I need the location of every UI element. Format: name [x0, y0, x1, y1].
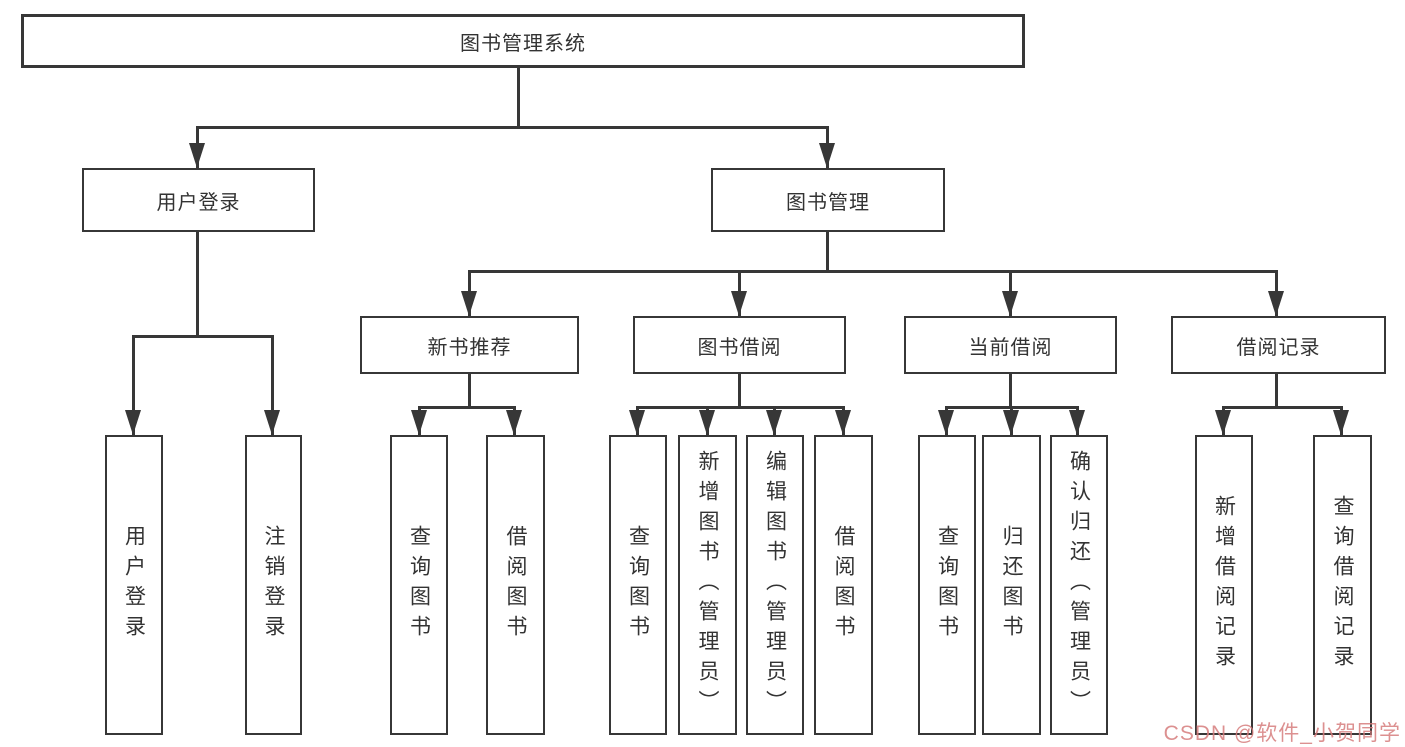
connector-drop-leaf-user-login: [132, 335, 135, 435]
arrowhead-down-user-login: [189, 143, 205, 168]
arrowhead-down-edit-books-admin: [766, 410, 782, 435]
leaf-query-borrow-record: 查询借阅记录: [1313, 435, 1372, 735]
node-book-borrowing-label: 图书借阅: [697, 336, 782, 359]
node-new-book-recommend-label: 新书推荐: [427, 336, 512, 359]
leaf-borrow-books-1: 借阅图书: [486, 435, 545, 735]
arrowhead-down-query-books-1: [411, 410, 427, 435]
leaf-user-login: 用户登录: [105, 435, 163, 735]
node-user-login: 用户登录: [82, 168, 315, 232]
connector-user-login-stem: [196, 232, 199, 335]
connector-drop-leaf-logout: [271, 335, 274, 435]
leaf-query-books-2-label: 查询图书: [626, 525, 650, 645]
connector-book-borrowing-bus: [636, 406, 843, 409]
connector-user-login-bus: [132, 335, 273, 338]
connector-borrowing-records-bus: [1222, 406, 1342, 409]
arrowhead-down-leaf-logout: [264, 410, 280, 435]
arrowhead-down-query-books-2: [629, 410, 645, 435]
connector-root-bus: [196, 126, 829, 129]
node-root-label: 图书管理系统: [460, 32, 586, 55]
arrowhead-down-borrow-books-1: [506, 410, 522, 435]
leaf-edit-books-admin: 编辑图书（管理员）: [746, 435, 804, 735]
leaf-edit-books-admin-label: 编辑图书（管理员）: [763, 450, 787, 720]
leaf-query-books-3: 查询图书: [918, 435, 976, 735]
connector-book-management-stem: [826, 232, 829, 270]
arrowhead-down-book-borrowing: [731, 291, 747, 316]
connector-current-borrowing-stem: [1009, 374, 1012, 406]
connector-book-management-bus: [468, 270, 1278, 273]
connector-new-book-stem: [468, 374, 471, 406]
node-borrowing-records-label: 借阅记录: [1236, 336, 1321, 359]
leaf-return-books: 归还图书: [982, 435, 1041, 735]
arrowhead-down-confirm-return: [1069, 410, 1085, 435]
leaf-logout-label: 注销登录: [262, 525, 285, 645]
leaf-add-borrow-record-label: 新增借阅记录: [1212, 495, 1236, 675]
node-user-login-label: 用户登录: [156, 191, 241, 214]
arrowhead-down-query-borrow-record: [1333, 410, 1349, 435]
leaf-user-login-label: 用户登录: [122, 525, 146, 645]
arrowhead-down-book-management: [819, 143, 835, 168]
leaf-borrow-books-2-label: 借阅图书: [832, 525, 855, 645]
leaf-query-borrow-record-label: 查询借阅记录: [1331, 495, 1354, 675]
arrowhead-down-add-books-admin: [699, 410, 715, 435]
leaf-query-books-1: 查询图书: [390, 435, 448, 735]
node-current-borrowing-label: 当前借阅: [968, 336, 1053, 359]
node-book-management-label: 图书管理: [786, 191, 870, 214]
connector-root-stem: [517, 68, 520, 126]
arrowhead-down-return-books: [1003, 410, 1019, 435]
leaf-add-books-admin-label: 新增图书（管理员）: [696, 450, 719, 720]
node-new-book-recommend: 新书推荐: [360, 316, 579, 374]
leaf-add-borrow-record: 新增借阅记录: [1195, 435, 1253, 735]
leaf-query-books-1-label: 查询图书: [407, 525, 431, 645]
leaf-confirm-return-admin-label: 确认归还（管理员）: [1067, 450, 1091, 720]
leaf-borrow-books-2: 借阅图书: [814, 435, 873, 735]
node-root-library-management-system: 图书管理系统: [21, 14, 1025, 68]
node-book-borrowing: 图书借阅: [633, 316, 846, 374]
leaf-logout: 注销登录: [245, 435, 302, 735]
connector-borrowing-records-stem: [1275, 374, 1278, 406]
leaf-return-books-label: 归还图书: [1000, 525, 1023, 645]
node-book-management: 图书管理: [711, 168, 945, 232]
connector-book-borrowing-stem: [738, 374, 741, 406]
arrowhead-down-add-borrow-record: [1215, 410, 1231, 435]
arrowhead-down-leaf-user-login: [125, 410, 141, 435]
leaf-add-books-admin: 新增图书（管理员）: [678, 435, 737, 735]
node-current-borrowing: 当前借阅: [904, 316, 1117, 374]
arrowhead-down-borrowing-records: [1268, 291, 1284, 316]
arrowhead-down-borrow-books-2: [835, 410, 851, 435]
connector-new-book-bus: [418, 406, 516, 409]
leaf-query-books-2: 查询图书: [609, 435, 667, 735]
arrowhead-down-query-books-3: [938, 410, 954, 435]
arrowhead-down-current-borrowing: [1002, 291, 1018, 316]
node-borrowing-records: 借阅记录: [1171, 316, 1386, 374]
leaf-confirm-return-admin: 确认归还（管理员）: [1050, 435, 1108, 735]
arrowhead-down-new-book-recommend: [461, 291, 477, 316]
leaf-query-books-3-label: 查询图书: [935, 525, 959, 645]
leaf-borrow-books-1-label: 借阅图书: [504, 525, 527, 645]
